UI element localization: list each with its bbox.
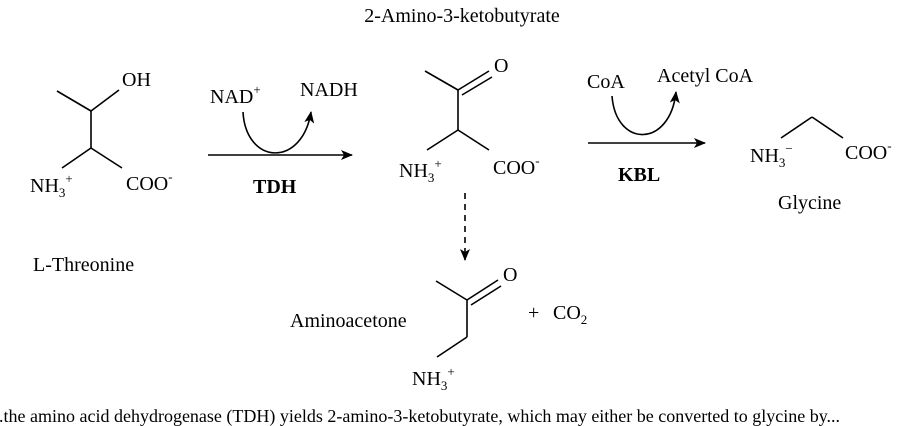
aminoacetone-double-bond	[470, 285, 502, 306]
ketobutyrate-coo: COO-	[493, 153, 540, 179]
tdh-enzyme-label: TDH	[253, 176, 297, 198]
glycine-bond	[811, 116, 844, 139]
aminoacetone-name: Aminoacetone	[290, 310, 407, 332]
threonine-oh: OH	[122, 69, 151, 91]
ketobutyrate-bond	[424, 70, 459, 91]
intermediate-title: 2-Amino-3-ketobutyrate	[364, 5, 560, 27]
aminoacetone-structure: O NH3+ Aminoacetone + CO2	[290, 264, 587, 393]
kbl-enzyme-label: KBL	[618, 164, 660, 186]
kbl-cofactor-coa: CoA	[587, 71, 625, 93]
threonine-bond	[90, 147, 123, 169]
threonine-coo: COO-	[126, 169, 173, 195]
threonine-nh3: NH3+	[30, 171, 73, 200]
threonine-bond	[56, 90, 92, 112]
aminoacetone-bond	[435, 280, 468, 301]
plus-sign: +	[528, 302, 539, 324]
glycine-coo: COO-	[845, 138, 892, 164]
ketobutyrate-o: O	[494, 55, 508, 77]
aminoacetone-nh3: NH3+	[412, 364, 455, 393]
aminoacetone-bond	[436, 336, 468, 358]
ketobutyrate-double-bond	[457, 70, 490, 91]
ketobutyrate-double-bond	[461, 76, 493, 96]
tdh-cofactor-curved-arrow	[242, 111, 315, 154]
threonine-bond	[61, 147, 92, 169]
tdh-cofactor-nad: NAD+	[210, 82, 261, 108]
glycine-bond	[780, 116, 813, 139]
kbl-cofactor-acetyl-coa: Acetyl CoA	[657, 65, 754, 87]
ketobutyrate-nh3: NH3+	[399, 156, 442, 185]
tdh-reaction: NAD+ NADH TDH	[208, 79, 358, 198]
aminoacetone-double-bond	[466, 279, 499, 301]
glycine-structure: NH3− COO- Glycine	[750, 116, 892, 214]
threonine-bond	[90, 89, 120, 112]
aminoacetone-o: O	[503, 264, 517, 286]
glycine-name: Glycine	[778, 192, 841, 214]
kbl-cofactor-curved-arrow	[611, 91, 680, 136]
co2-label: CO2	[553, 302, 587, 327]
ketobutyrate-structure: O NH3+ COO-	[399, 55, 540, 185]
glycine-nh3: NH3−	[750, 141, 793, 170]
threonine-name: L-Threonine	[33, 254, 134, 276]
kbl-reaction: CoA Acetyl CoA KBL	[587, 65, 754, 186]
ketobutyrate-bond	[457, 129, 490, 151]
threonine-structure: OH NH3+ COO- L-Threonine	[30, 69, 173, 276]
ketobutyrate-bond	[426, 129, 459, 151]
figure-caption: ...the amino acid dehydrogenase (TDH) yi…	[0, 406, 841, 426]
tdh-cofactor-nadh: NADH	[300, 79, 358, 101]
